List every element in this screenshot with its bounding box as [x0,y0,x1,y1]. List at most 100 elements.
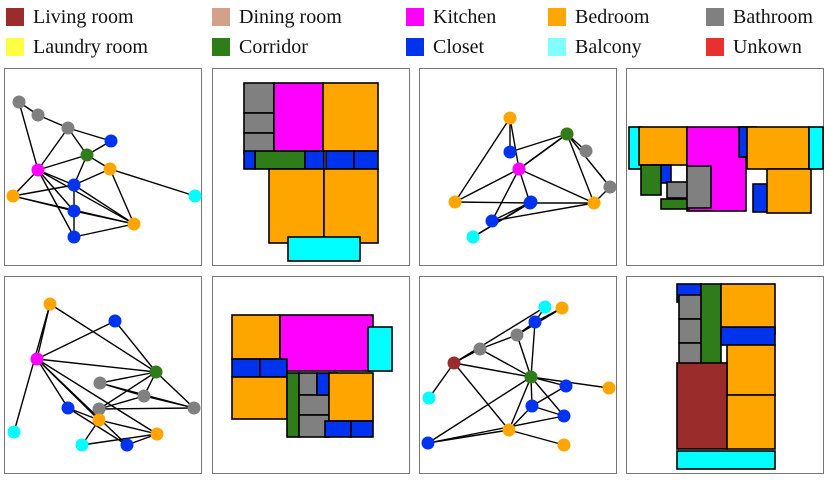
graph-node-cl [421,436,435,450]
legend-swatch [706,38,724,56]
room-bl [287,236,361,262]
legend-swatch [212,8,230,26]
graph-edge [518,133,568,170]
graph-node-cl [61,401,75,415]
graph-node-cl [108,314,122,328]
floorplan-3 [231,314,393,438]
graph-edge [13,303,51,433]
room-b [746,126,810,170]
room-ba [243,132,275,154]
graph-node-cl [104,134,118,148]
legend-label: Dining room [239,6,342,28]
room-cl [324,420,352,438]
legend-item-laundry-room: Laundry room [6,35,148,59]
graph-edge [566,133,611,188]
graph-node-b [557,438,571,452]
graph-edge [472,201,532,238]
graph-node-b [43,297,57,311]
graph-edge [143,395,195,409]
room-cl [231,358,261,378]
room-cl [325,150,355,170]
room-b [638,126,688,166]
graph-edge [36,358,157,373]
graph-edge [37,169,75,212]
graph-edge [453,362,532,378]
graph-edge [18,101,39,171]
graph-edge [479,348,532,378]
legend-item-living-room: Living room [6,5,134,29]
legend-label: Bedroom [575,6,650,28]
graph-panel-1 [4,68,202,266]
bubble-diagram-4 [421,300,616,452]
graph-edge [530,376,565,417]
graph-edge [109,168,196,197]
graph-node-b [6,189,20,203]
legend-item-bedroom: Bedroom [548,5,649,29]
graph-edge [37,154,88,171]
floorplan-panel-1 [212,68,410,266]
legend-label: Unkown [733,36,802,58]
graph-node-c [149,365,163,379]
graph-edge [491,168,520,222]
graph-node-bl [75,438,89,452]
graph-edge [454,117,511,203]
graph-edge [518,168,595,204]
graph-node-b [555,301,569,315]
graph-node-cl [503,145,517,159]
graph-edge [36,358,158,435]
legend-item-kitchen: Kitchen [406,5,496,29]
graph-edge [427,415,565,444]
graph-node-cl [67,230,81,244]
graph-node-b [587,196,601,210]
floorplan-panel-4 [626,276,824,474]
room-ba [298,372,318,396]
graph-node-bl [538,300,552,314]
graph-edge [36,358,128,446]
graph-node-cl [67,204,81,218]
graph-edge [491,202,595,222]
graph-panel-3 [4,276,202,474]
graph-edge [427,376,532,444]
room-b [766,168,812,214]
room-bl [367,326,393,372]
graph-node-c [80,148,94,162]
room-b [322,82,379,152]
legend-label: Balcony [575,36,642,58]
graph-node-k [31,163,45,177]
room-k [273,82,324,152]
legend-label: Bathroom [733,6,813,28]
legend-label: Closet [433,36,485,58]
room-cl [350,420,374,438]
legend-swatch [706,8,724,26]
room-ba [686,165,712,209]
room-lr [676,362,728,450]
graph-node-b [502,423,516,437]
graph-edge [530,321,536,378]
floorplan-2 [628,126,824,214]
graph-edge [531,385,567,407]
legend: Living room Dining room Kitchen Bedroom Bath… [0,0,831,64]
room-cl [316,372,330,396]
room-b [328,372,374,422]
graph-edge [73,184,135,225]
room-cl [720,326,776,346]
legend-label: Corridor [239,36,308,58]
legend-swatch [212,38,230,56]
graph-edge [508,429,565,446]
room-b [268,168,325,244]
floorplan-1 [243,82,379,262]
legend-item-corridor: Corridor [212,35,308,59]
legend-swatch [6,8,24,26]
graph-node-bl [188,189,202,203]
graph-edge [98,395,145,410]
graph-edge [36,303,51,360]
graph-edge [37,169,135,225]
graph-node-b [150,427,164,441]
graph-edge [67,127,112,142]
floorplan-4 [676,283,776,470]
bubble-diagram-2 [448,111,617,244]
graph-edge [428,362,455,399]
graph-node-b [503,111,517,125]
room-b [323,168,379,244]
legend-item-bathroom: Bathroom [706,5,813,29]
